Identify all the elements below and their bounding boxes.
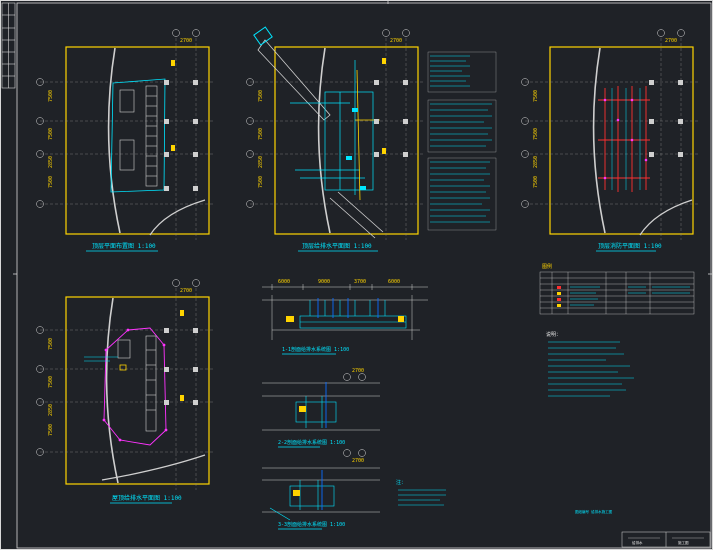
- pipe-tables: [427, 51, 497, 231]
- plan-3-title: 顶层消防平面图 1:100: [598, 242, 662, 250]
- section-1: 6000 9000 3700 6000 1-1剖面给排水系统图 1:100: [262, 279, 428, 355]
- legend-header: 图例: [542, 263, 552, 270]
- section-1-dim-4: 6000: [388, 279, 400, 285]
- plan-1-dim-1: 7500: [48, 90, 54, 102]
- binding-strip: [1, 2, 16, 89]
- plan-2-top-dim: 2700: [390, 38, 402, 44]
- plan-3-dim-2: 7500: [533, 128, 539, 140]
- plan-4-title: 屋顶给排水平面图 1:100: [112, 494, 182, 502]
- legend-table: 图例: [539, 263, 695, 315]
- section-1-dim-1: 6000: [278, 279, 290, 285]
- plan-4-dim-3: 2850: [48, 404, 54, 416]
- plan-2-dim-1: 7500: [258, 90, 264, 102]
- inner-frame: [16, 2, 712, 549]
- plan-1-dim-4: 7500: [48, 176, 54, 188]
- plan-2-dim-4: 7500: [258, 176, 264, 188]
- design-notes: 说明：: [546, 331, 634, 397]
- plan-4: 7500 7500 2850 7500 2700 屋顶给排水平面图 1:100: [36, 279, 215, 504]
- plan-4-dim-4: 7500: [48, 424, 54, 436]
- plan-2-dim-2: 7500: [258, 128, 264, 140]
- plan-1-dim-2: 7500: [48, 128, 54, 140]
- plan-3-dim-1: 7500: [533, 90, 539, 102]
- section-3: 2700 3-3剖面给排水系统图 1:100: [262, 449, 380, 530]
- plan-3-dim-4: 7500: [533, 176, 539, 188]
- plan-1-top-dim: 2700: [180, 38, 192, 44]
- small-note-header: 注：: [396, 479, 406, 486]
- section-2: 2700 2-2剖面给排水系统图 1:100: [262, 368, 380, 448]
- plan-2-title: 顶层给排水平面图 1:100: [302, 242, 372, 250]
- title-block: 给排水 施工图: [621, 531, 711, 548]
- section-1-dim-2: 9000: [318, 279, 330, 285]
- section-3-top-dim: 2700: [352, 458, 364, 464]
- plan-2: 7500 7500 2850 7500 2700 顶层给排水平面图 1:100: [246, 26, 425, 252]
- plan-4-dim-1: 7500: [48, 338, 54, 350]
- title-block-cell-2: 施工图: [678, 540, 689, 545]
- plan-4-dim-2: 7500: [48, 376, 54, 388]
- notes-header: 说明：: [546, 331, 561, 338]
- section-1-dim-3: 3700: [354, 279, 366, 285]
- title-block-cell-1: 给排水: [632, 540, 643, 545]
- section-2-top-dim: 2700: [352, 368, 364, 374]
- plan-3-dim-3: 2850: [533, 156, 539, 168]
- plan-3-top-dim: 2700: [665, 38, 677, 44]
- plan-1: 7500 7500 2850 7500 2700 顶层平面布置图 1:100: [36, 29, 215, 252]
- plan-2-dim-3: 2850: [258, 156, 264, 168]
- stamp-text: 图纸编号 给排水施工图: [575, 509, 613, 514]
- plan-4-top-dim: 2700: [180, 288, 192, 294]
- plan-3: 7500 7500 2850 7500 2700 顶层消防平面图 1:100: [521, 29, 700, 252]
- section-1-title: 1-1剖面给排水系统图 1:100: [282, 346, 349, 353]
- section-3-title: 3-3剖面给排水系统图 1:100: [278, 521, 345, 528]
- plan-1-dim-3: 2850: [48, 156, 54, 168]
- section-2-title: 2-2剖面给排水系统图 1:100: [278, 439, 345, 446]
- plan-1-title: 顶层平面布置图 1:100: [92, 242, 156, 250]
- small-note: 注：: [396, 479, 446, 506]
